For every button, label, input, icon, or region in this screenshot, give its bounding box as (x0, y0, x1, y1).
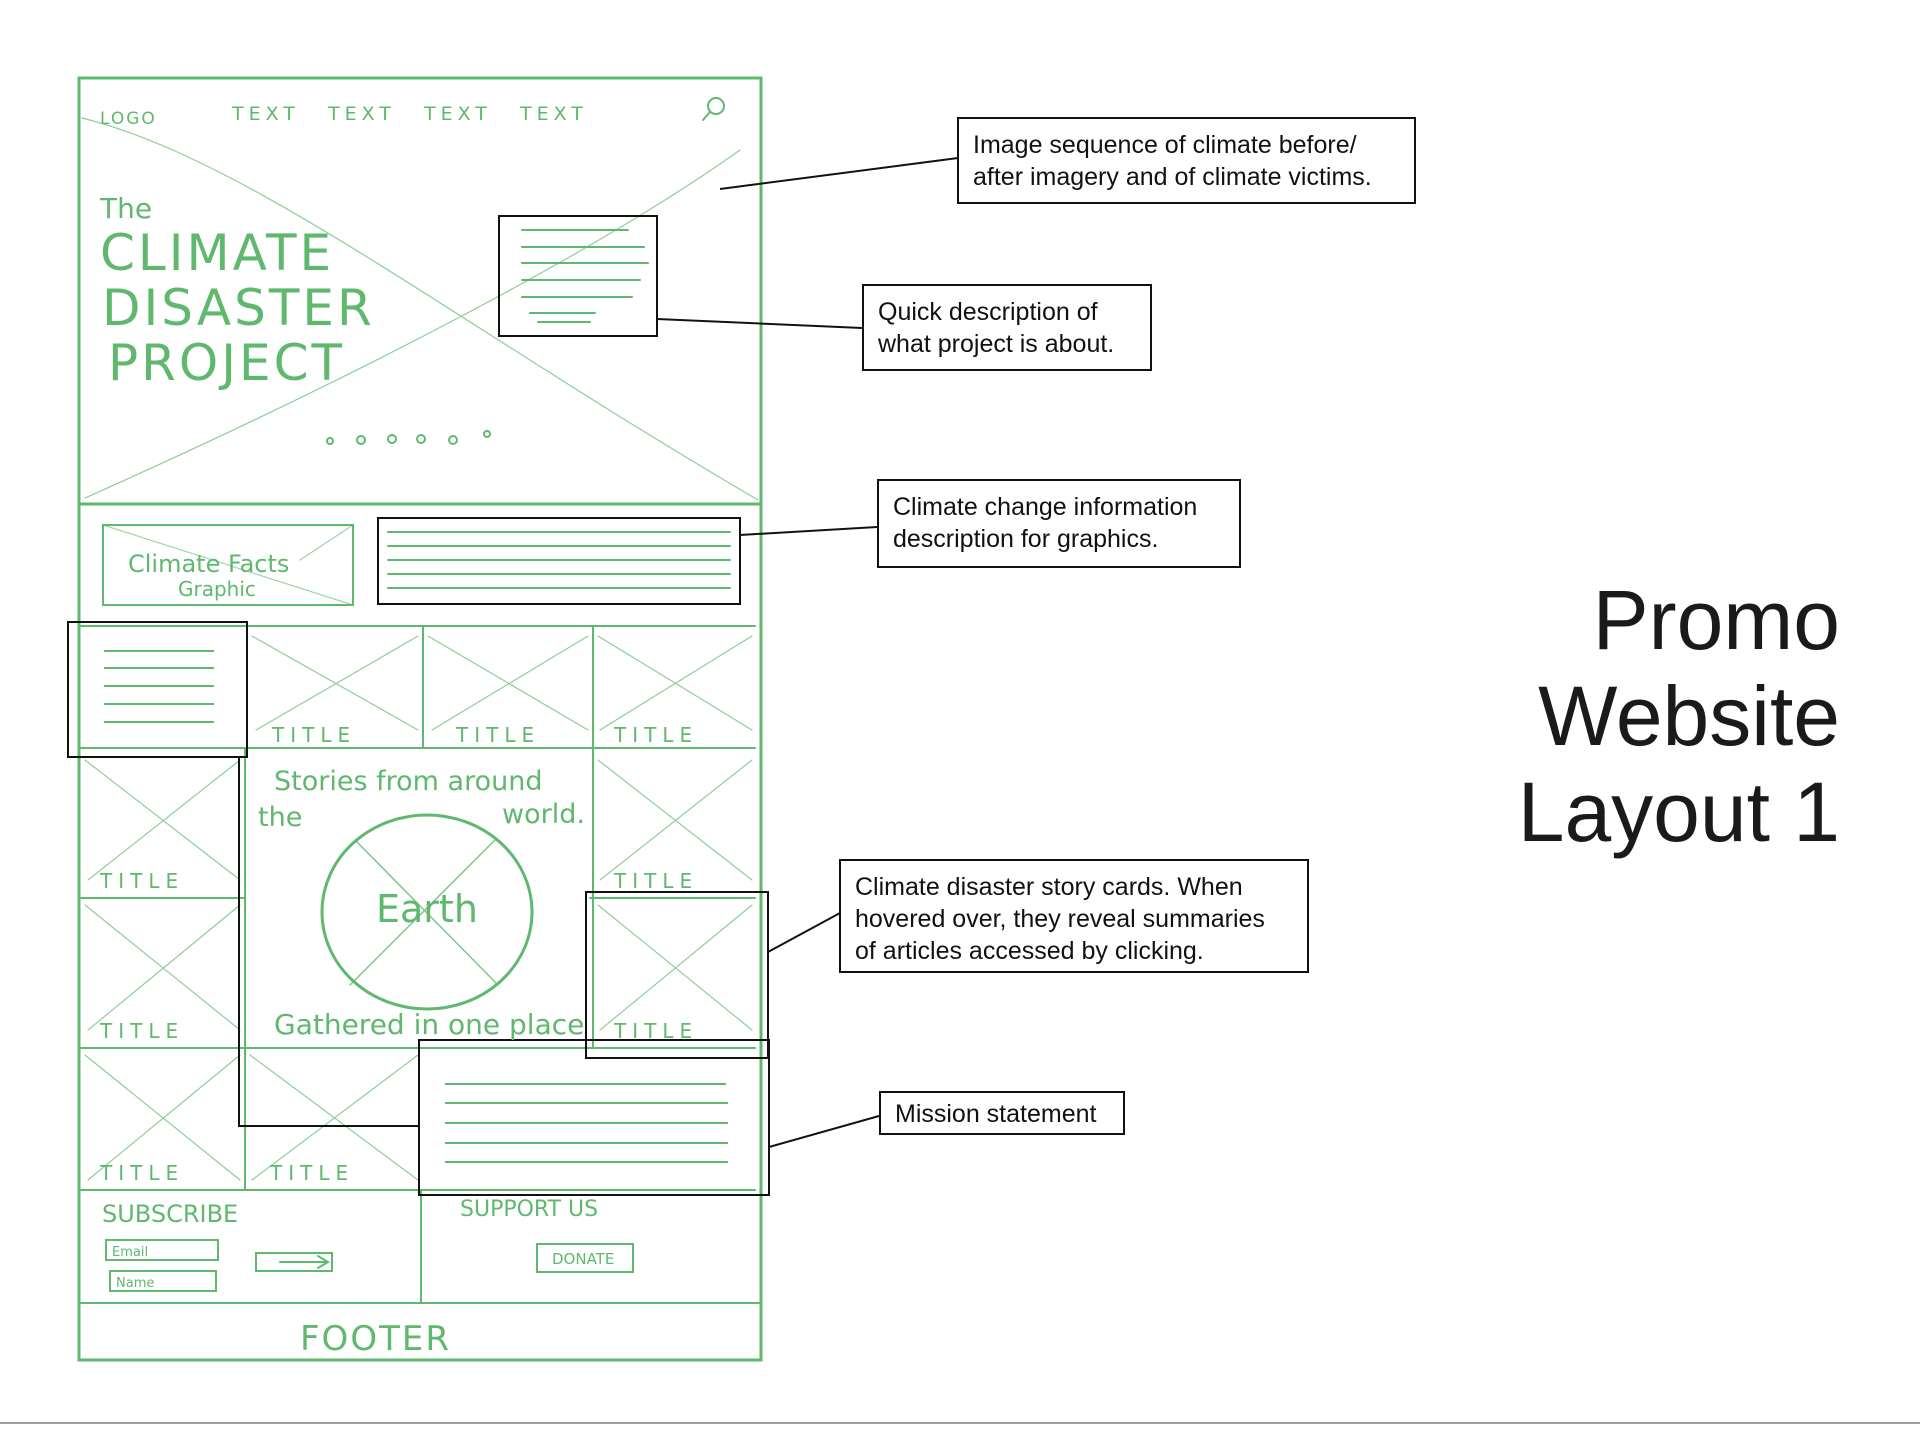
stories-heading-world: world. (502, 799, 585, 830)
hover-card-overlay (585, 891, 769, 1059)
hero-title-climate: CLIMATE (100, 224, 334, 282)
callout-line: after imagery and of climate victims. (973, 163, 1372, 191)
mission-statement-box (418, 1039, 770, 1196)
page-title-line: Website (1538, 669, 1840, 763)
callout-line: what project is about. (878, 330, 1115, 358)
nav-link-3[interactable]: TEXT (423, 103, 492, 125)
hero-image-placeholder (81, 117, 759, 501)
bottom-border (0, 1422, 1920, 1424)
card-title: TITLE (99, 1019, 184, 1043)
callout-line: Mission statement (895, 1100, 1097, 1128)
card-title: TITLE (269, 1161, 354, 1185)
card-title: TITLE (613, 1019, 698, 1043)
callout-line: Climate change information (893, 493, 1198, 521)
search-icon[interactable] (702, 97, 725, 121)
earth-label: Earth (376, 887, 478, 931)
subscribe-heading: SUBSCRIBE (102, 1200, 238, 1228)
subscribe-submit-button[interactable] (255, 1252, 333, 1272)
page-frame (77, 76, 763, 1362)
leader-info (739, 526, 878, 536)
nav-logo[interactable]: LOGO (100, 109, 157, 129)
callout-line: of articles accessed by clicking. (855, 937, 1204, 965)
callout-info-graphics: Climate change information description f… (877, 479, 1241, 568)
callout-line: description for graphics. (893, 525, 1159, 553)
earth-globe[interactable] (320, 813, 534, 1011)
climate-facts-graphic (102, 524, 354, 606)
card-title: TITLE (99, 1161, 184, 1185)
page-title-line: Layout 1 (1517, 765, 1840, 859)
donate-button[interactable] (536, 1243, 634, 1273)
nav-link-4[interactable]: TEXT (519, 103, 588, 125)
leader-hero (719, 157, 959, 190)
email-field[interactable] (105, 1239, 219, 1261)
mission-statement-lines (445, 1083, 728, 1163)
stories-footer: Gathered in one place (274, 1008, 584, 1041)
nav-link-1[interactable]: TEXT (231, 103, 300, 125)
callout-line: hovered over, they reveal summaries (855, 905, 1265, 933)
callout-line: Climate disaster story cards. When (855, 873, 1243, 901)
hero-description-box (498, 215, 658, 337)
callout-mission-statement: Mission statement (879, 1091, 1125, 1135)
card-title: TITLE (99, 869, 184, 893)
facts-graphic-label-2: Graphic (178, 577, 256, 601)
card-image-placeholders (84, 635, 753, 1181)
page-title: Promo Website Layout 1 (1518, 572, 1840, 860)
stories-heading: Stories from around (274, 766, 542, 797)
hero-description-lines (521, 229, 649, 323)
info-description-box (377, 517, 741, 605)
leader-cards (767, 912, 841, 953)
callout-line: Image sequence of climate before/ (973, 131, 1357, 159)
leader-mission (768, 1115, 880, 1148)
facts-graphic-label-1: Climate Facts (128, 550, 289, 578)
hero-title-project: PROJECT (108, 334, 345, 392)
arrow-icon (279, 1255, 330, 1269)
name-field[interactable] (109, 1270, 217, 1292)
hero-title-the: The (99, 192, 152, 225)
support-heading: SUPPORT US (460, 1197, 598, 1222)
donate-label: DONATE (552, 1250, 614, 1268)
info-description-lines (387, 531, 731, 589)
email-field-label: Email (112, 1245, 148, 1260)
card-title: TITLE (271, 723, 356, 747)
callout-story-cards: Climate disaster story cards. When hover… (839, 859, 1309, 973)
page-title-line: Promo (1592, 573, 1840, 667)
footer-label: FOOTER (300, 1319, 451, 1359)
card-summary-lines (104, 650, 214, 723)
card-title: TITLE (613, 869, 698, 893)
cards-summary-connector (238, 757, 420, 1127)
nav-link-2[interactable]: TEXT (327, 103, 396, 125)
callout-project-description: Quick description of what project is abo… (862, 284, 1152, 371)
card-title: TITLE (613, 723, 698, 747)
carousel-dots[interactable] (326, 430, 491, 445)
stories-heading-the: the (258, 802, 302, 833)
leader-description (656, 318, 863, 329)
name-field-label: Name (116, 1276, 154, 1291)
cards-summary-overlay (67, 621, 248, 758)
callout-line: Quick description of (878, 298, 1098, 326)
hero-title-disaster: DISASTER (102, 279, 375, 337)
callout-hero-images: Image sequence of climate before/ after … (957, 117, 1416, 204)
card-title: TITLE (455, 723, 540, 747)
